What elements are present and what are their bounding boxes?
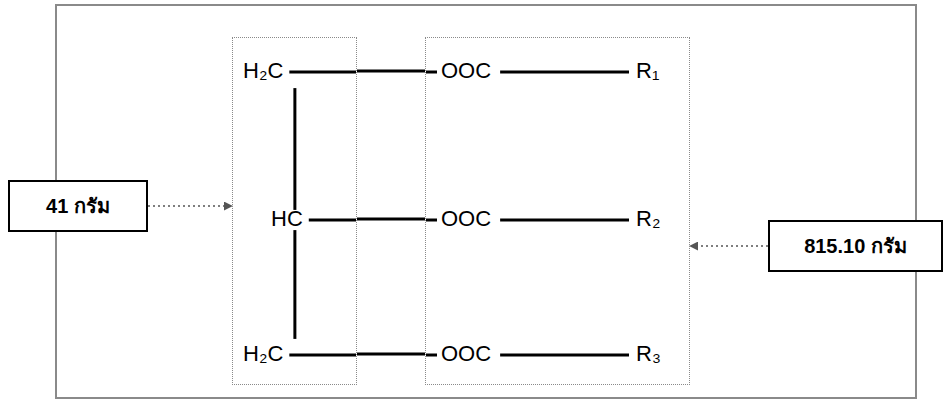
single-bond [293,230,296,339]
chem-group: R₂ [636,207,660,231]
glycerol-box: H₂C HC H₂C [232,37,357,385]
mass-box: 41 กรัม [8,180,148,232]
chem-group: OOC [441,342,491,366]
single-bond [426,354,437,357]
bond-line [357,353,425,356]
bond-line [357,218,425,221]
chem-group: R₃ [636,342,661,366]
chem-group: R₁ [636,59,659,83]
dotted-arrow [690,245,768,247]
mass-label: 815.10 กรัม [804,230,907,262]
single-bond [426,71,437,74]
dotted-arrow [148,205,232,207]
single-bond [500,354,629,357]
chem-group: OOC [441,59,491,83]
single-bond [289,71,356,74]
fatty-acid-box: OOC R₁ OOC R₂ OOC R₃ [425,37,690,385]
single-bond [293,88,296,210]
chem-group: H₂C [243,59,283,83]
bond-line [357,70,425,73]
single-bond [426,219,437,222]
single-bond [500,219,629,222]
chem-group: HC [271,207,303,231]
single-bond [500,71,629,74]
mass-label: 41 กรัม [46,190,110,222]
mass-box: 815.10 กรัม [768,220,943,272]
chem-group: H₂C [243,342,283,366]
chem-group: OOC [441,207,491,231]
single-bond [289,354,356,357]
frame-rect [56,5,916,398]
single-bond [309,219,356,222]
